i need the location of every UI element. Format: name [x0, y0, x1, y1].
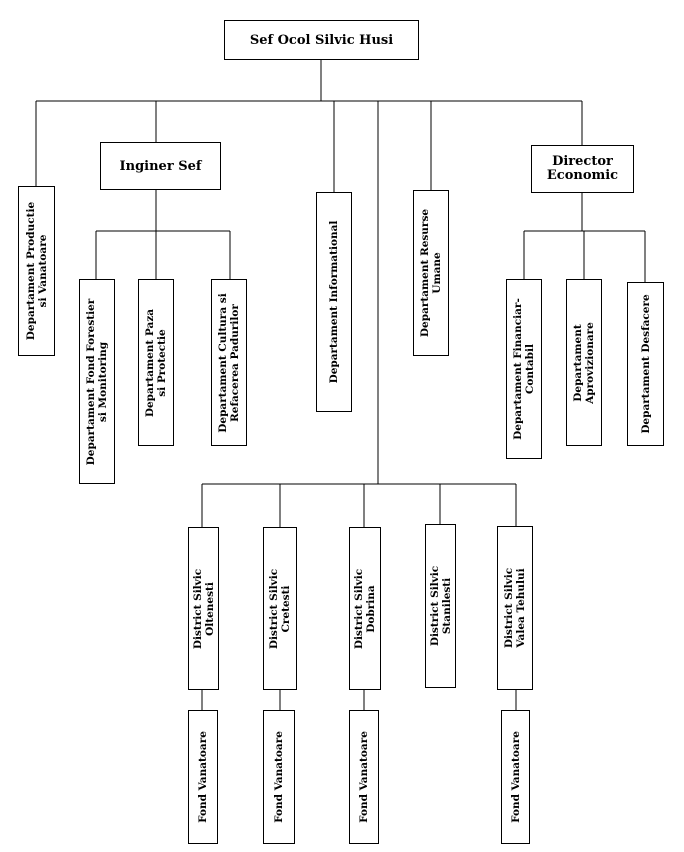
- dept-cultura-label: Departament Cultura si Refacerea Paduril…: [217, 292, 241, 433]
- dept-informational-label: Departament Informational: [328, 220, 340, 384]
- root-box: Sef Ocol Silvic Husi: [224, 20, 419, 60]
- dept-paza-label: Departament Paza si Protectie: [144, 308, 168, 417]
- inginer-sef-label: Inginer Sef: [119, 158, 202, 174]
- dept-resurse-umane-label: Departament Resurse Umane: [419, 208, 443, 338]
- dept-productie-label: Departament Productie si Vanatoare: [24, 201, 49, 341]
- district-valea-tehului-box: District Silvic Valea Tehului: [497, 526, 533, 690]
- district-dobrina-label: District Silvic Dobrina: [353, 568, 377, 649]
- fond-vanatoare-label: Fond Vanatoare: [509, 731, 522, 823]
- district-oltenesti-label: District Silvic Oltenesti: [191, 568, 216, 649]
- dept-financiar-box: Departament Financiar- Contabil: [506, 279, 542, 459]
- dept-productie-box: Departament Productie si Vanatoare: [18, 186, 55, 356]
- dept-desfacere-box: Departament Desfacere: [627, 282, 664, 446]
- dept-paza-box: Departament Paza si Protectie: [138, 279, 174, 446]
- inginer-sef-box: Inginer Sef: [100, 142, 221, 190]
- district-stanilesti-box: District Silvic Stanilesti: [425, 524, 456, 688]
- district-oltenesti-box: District Silvic Oltenesti: [188, 527, 219, 690]
- dept-aprovizionare-label: Departament Aprovizionare: [572, 321, 596, 404]
- dept-informational-box: Departament Informational: [316, 192, 352, 412]
- district-cretesti-box: District Silvic Cretesti: [263, 527, 297, 690]
- district-stanilesti-label: District Silvic Stanilesti: [428, 565, 453, 647]
- dept-fond-forestier-label: Departament Fond Forestier si Monitoring: [85, 298, 109, 465]
- district-dobrina-box: District Silvic Dobrina: [349, 527, 381, 690]
- director-economic-box: Director Economic: [531, 145, 634, 193]
- fond-vanatoare-label: Fond Vanatoare: [273, 731, 285, 823]
- dept-desfacere-label: Departament Desfacere: [639, 294, 652, 434]
- dept-aprovizionare-box: Departament Aprovizionare: [566, 279, 602, 446]
- dept-resurse-umane-box: Departament Resurse Umane: [413, 190, 449, 356]
- district-cretesti-label: District Silvic Cretesti: [268, 568, 292, 649]
- director-economic-label: Director Economic: [546, 154, 619, 183]
- dept-cultura-box: Departament Cultura si Refacerea Paduril…: [211, 279, 247, 446]
- district-valea-tehului-label: District Silvic Valea Tehului: [503, 567, 527, 649]
- fond-vanatoare-box: Fond Vanatoare: [501, 710, 530, 844]
- root-label: Sef Ocol Silvic Husi: [249, 32, 394, 48]
- fond-vanatoare-box: Fond Vanatoare: [349, 710, 379, 844]
- fond-vanatoare-label: Fond Vanatoare: [197, 731, 209, 823]
- dept-fond-forestier-box: Departament Fond Forestier si Monitoring: [79, 279, 115, 484]
- fond-vanatoare-box: Fond Vanatoare: [263, 710, 295, 844]
- dept-financiar-label: Departament Financiar- Contabil: [512, 298, 536, 440]
- fond-vanatoare-box: Fond Vanatoare: [188, 710, 218, 844]
- fond-vanatoare-label: Fond Vanatoare: [358, 731, 370, 823]
